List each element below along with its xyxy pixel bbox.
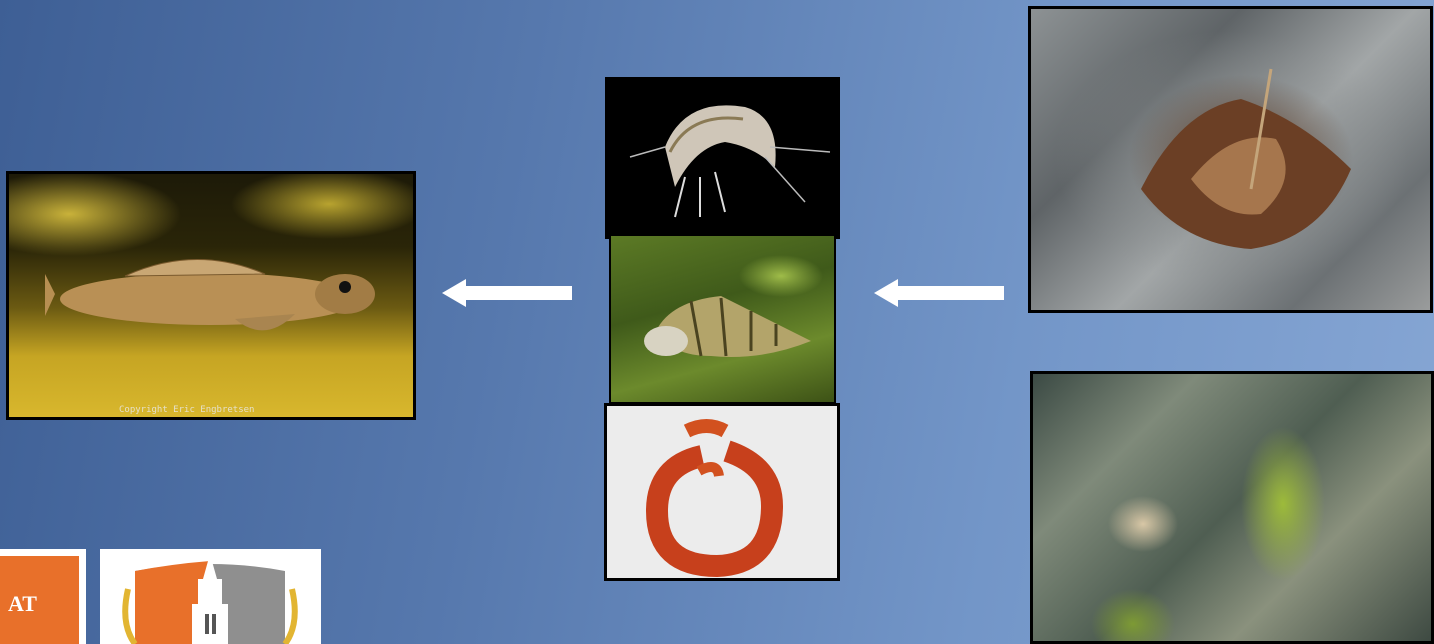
copyright-text: Copyright Eric Engbretsen — [119, 405, 254, 415]
leaf-litter-illustration — [1031, 9, 1433, 313]
snail-illustration — [611, 236, 836, 404]
larva-photo — [604, 403, 840, 581]
amphipod-photo — [605, 77, 840, 239]
arrow-left-icon — [442, 279, 572, 307]
algae-stream-photo — [1030, 371, 1434, 644]
leaf-litter-photo — [1028, 6, 1433, 313]
logo-shield — [100, 549, 321, 644]
fish-photo: Copyright Eric Engbretsen — [6, 171, 416, 420]
shield-icon — [100, 549, 321, 644]
larva-illustration — [607, 406, 837, 578]
arrow-left-icon — [874, 279, 1004, 307]
amphipod-illustration — [605, 77, 840, 239]
logo-orange: AT — [0, 549, 86, 644]
logo-text: AT — [8, 591, 37, 617]
snail-photo — [609, 234, 836, 404]
fish-illustration — [45, 254, 375, 336]
